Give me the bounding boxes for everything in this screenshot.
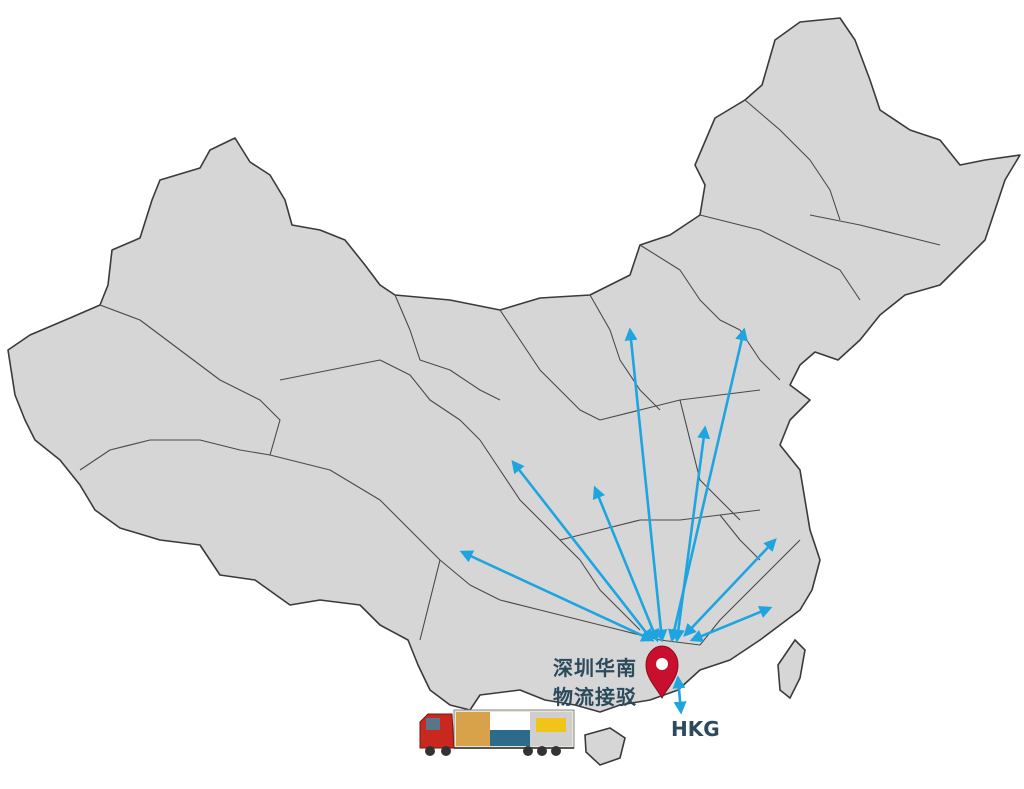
route-arrow-ne <box>671 425 711 643</box>
route-arrow-hkg <box>672 675 687 715</box>
taiwan-island <box>777 638 806 700</box>
hkg-label: HKG <box>671 717 720 741</box>
china-mainland <box>7 17 1021 713</box>
route-arrow-n <box>624 327 668 643</box>
route-arrows <box>459 327 777 715</box>
truck-icon <box>419 709 575 756</box>
location-pin-icon <box>645 645 679 700</box>
hub-label-line1: 深圳华南 <box>553 656 637 680</box>
hainan-island <box>584 727 626 766</box>
hub-label-line2: 物流接驳 <box>553 685 637 709</box>
route-arrow-ese <box>689 605 773 643</box>
